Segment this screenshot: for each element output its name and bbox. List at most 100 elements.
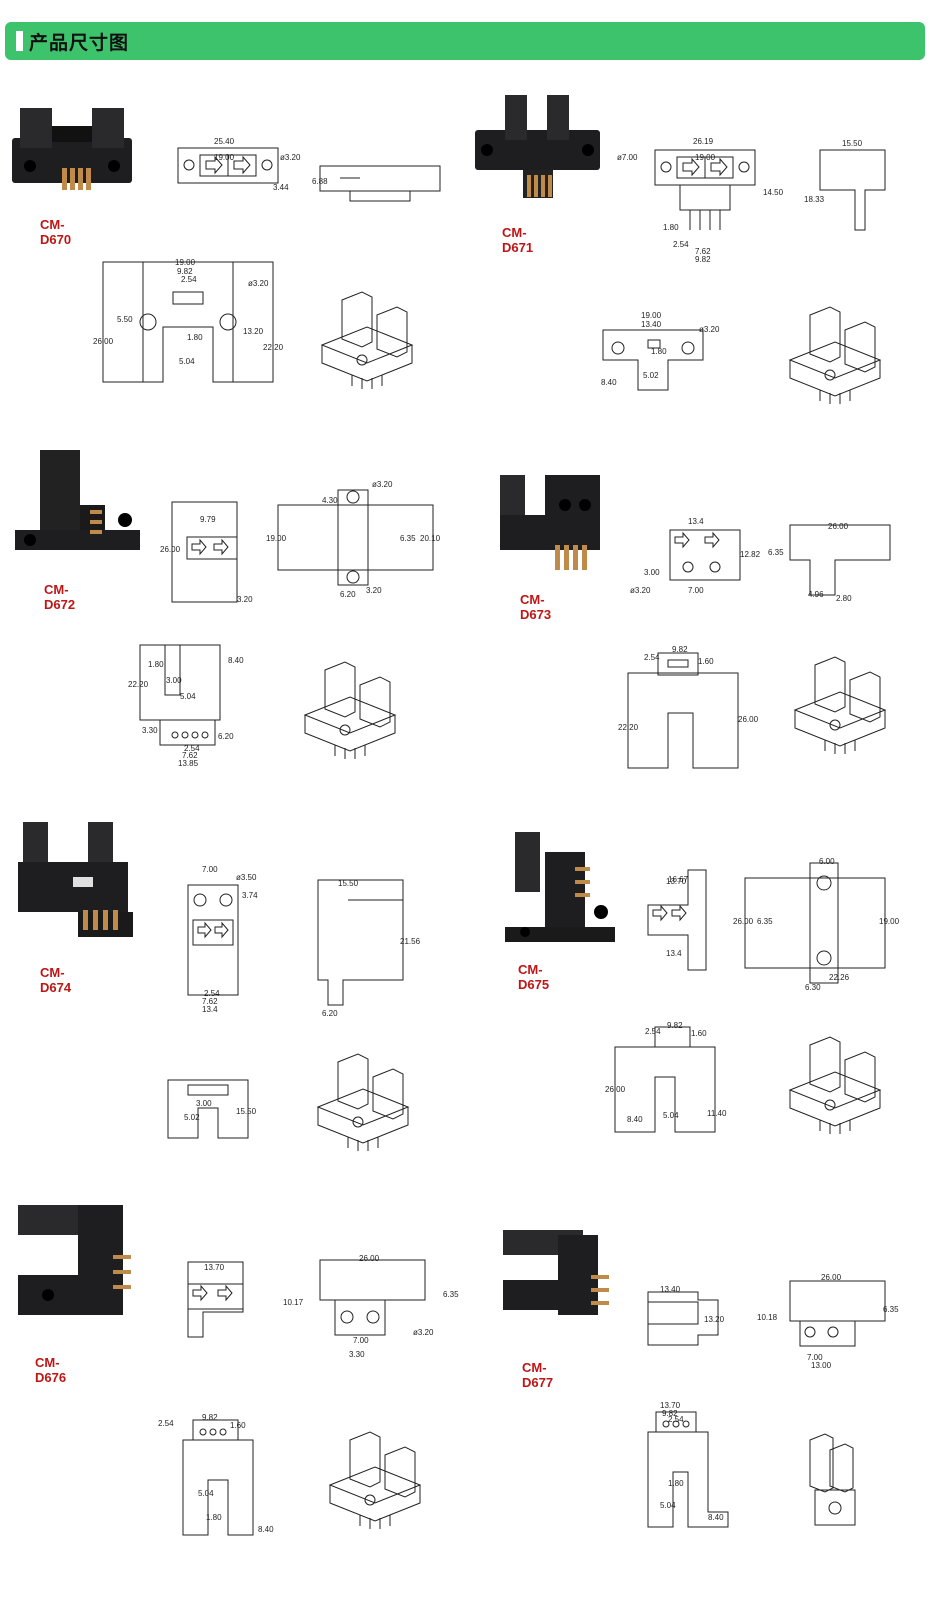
product-model: CM-D675 [518,962,550,992]
dim-label: 6.35 [768,548,784,557]
dim-label: ø3.20 [280,153,301,162]
dim-label: 2.54 [673,240,689,249]
dim-label: 9.79 [200,515,216,524]
dim-label: 7.62 [695,247,711,256]
dim-label: ø3.20 [413,1328,434,1337]
front-view-drawing: 9.82 2.54 1.60 26.00 8.40 5.04 11.40 [605,1021,727,1133]
dim-label: 4.96 [808,590,824,599]
product-model: CM-D671 [502,225,534,255]
dim-label: 21.56 [400,937,421,946]
dim-label: ø7.00 [617,153,638,162]
dim-label: 13.4 [202,1005,218,1014]
dim-label: 7.00 [353,1336,369,1345]
dim-label: 19.00 [695,153,716,162]
dim-label: 13.70 [204,1263,225,1272]
product-model: CM-D676 [35,1355,67,1385]
dim-label: 13.4 [688,517,704,526]
dim-label: 1.60 [230,1421,246,1430]
product-model: CM-D673 [520,592,552,622]
product-model: CM-D672 [44,582,76,612]
dim-label: 12.82 [740,550,761,559]
dim-label: 13.20 [704,1315,725,1324]
product-photo [475,95,600,198]
product-photo [503,1230,609,1315]
dim-label: 6.30 [805,983,821,992]
dim-label: 6.88 [312,177,328,186]
product-photo [505,832,615,942]
dim-label: 3.00 [196,1099,212,1108]
top-view-drawing: 26.19 19.00 ø7.00 14.50 1.80 2.54 7.62 9… [617,137,784,264]
product-photo [18,1205,131,1315]
dim-label: 26.00 [605,1085,626,1094]
dim-label: 3.30 [142,726,158,735]
iso-view-drawing [789,306,881,405]
dim-label: 9.82 [177,267,193,276]
dim-label: 1.60 [691,1029,707,1038]
dim-label: 8.40 [708,1513,724,1522]
side-view-drawing: 26.00 10.18 6.35 7.00 13.00 [757,1273,899,1370]
product-photo [18,822,133,937]
dim-label: 10.17 [283,1298,304,1307]
dim-label: 7.00 [688,586,704,595]
dim-label: 13.85 [178,759,199,768]
dim-label: 19.00 [879,917,900,926]
front-view-drawing: 9.82 2.54 1.60 22.20 26.00 [618,645,759,769]
dim-label: 13.70 [660,1401,681,1410]
dim-label: 19.00 [214,153,235,162]
front-view-drawing: 19.00 9.82 2.54 ø3.20 5.50 26.00 13.20 2… [93,258,284,383]
iso-view-drawing [789,1036,881,1135]
dim-label: 3.44 [273,183,289,192]
dim-label: 3.30 [349,1350,365,1359]
dim-label: 26.00 [733,917,754,926]
dim-label: 5.04 [180,692,196,701]
dim-label: 22.26 [829,973,850,982]
dim-label: 26.00 [828,522,849,531]
dim-label: 6.20 [218,732,234,741]
dim-label: 1.80 [668,1479,684,1488]
dim-label: 26.00 [821,1273,842,1282]
dim-label: 22.20 [263,343,284,352]
product-model: CM-D674 [40,965,72,995]
dim-label: 22.20 [618,723,639,732]
section-title: 产品尺寸图 [29,32,130,54]
dim-label: 8.40 [601,378,617,387]
product-photo [15,450,140,550]
dim-label: 13.40 [660,1285,681,1294]
dim-label: 1.80 [663,223,679,232]
dim-label: 2.54 [204,989,220,998]
dim-label: 5.04 [660,1501,676,1510]
dim-label: 2.54 [645,1027,661,1036]
dim-label: 9.82 [695,255,711,264]
dim-label: 2.54 [158,1419,174,1428]
dim-label: 9.82 [662,1409,678,1418]
top-view-drawing: 9.79 26.00 3.20 [160,501,253,604]
dim-label: 1.80 [187,333,203,342]
dim-label: 5.02 [184,1113,200,1122]
dim-label: 11.40 [707,1109,727,1118]
dim-label: 6.20 [322,1009,338,1018]
dim-label: 13.40 [641,320,662,329]
dim-label: 1.80 [651,347,667,356]
dim-label: 2.54 [184,744,200,753]
iso-view-drawing [321,291,413,390]
side-view-drawing: ø3.20 4.30 19.00 6.35 20.10 6.20 3.20 [266,480,441,599]
top-view-drawing: 13.40 13.20 [647,1285,725,1346]
dim-label: ø3.50 [236,873,257,882]
dim-label: 6.35 [757,917,773,926]
dim-label: 19.00 [175,258,196,267]
dim-label: 6.35 [443,1290,459,1299]
top-view-drawing: 13.70 [187,1261,244,1338]
side-view-drawing: 15.50 18.33 [804,139,886,231]
dim-label: 26.00 [738,715,759,724]
dim-label: 19.00 [641,311,662,320]
dim-label: 3.00 [166,676,182,685]
iso-view-drawing [809,1433,856,1526]
top-view-drawing: 25.40 19.00 ø3.20 3.44 [177,137,301,192]
side-view-drawing: 15.50 21.56 6.20 [317,879,421,1018]
dim-label: 2.54 [181,275,197,284]
dim-label: 5.50 [117,315,133,324]
dim-label: 10.18 [757,1313,778,1322]
dim-label: 3.00 [644,568,660,577]
dim-label: 5.04 [179,357,195,366]
dim-label: 8.40 [627,1115,643,1124]
